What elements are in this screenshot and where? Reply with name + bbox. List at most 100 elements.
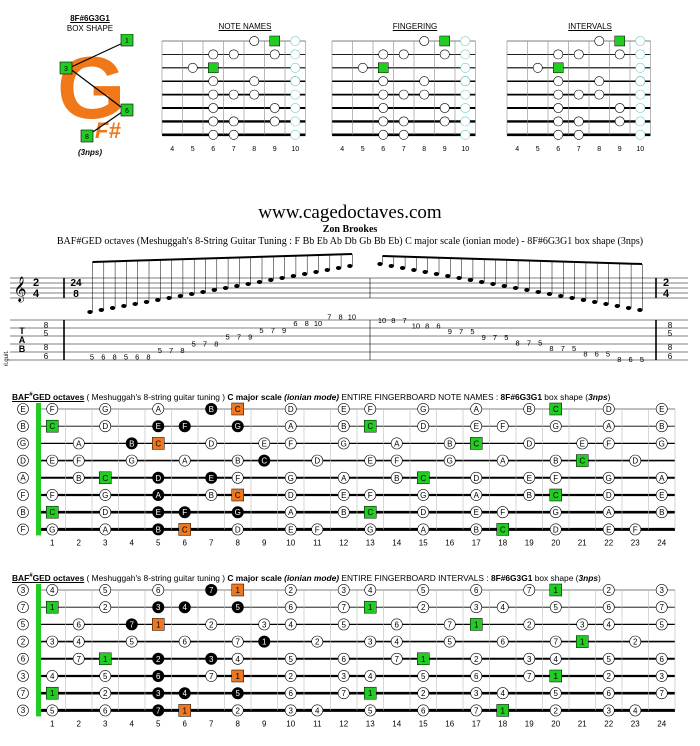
mini-ghost-note xyxy=(290,116,301,127)
box-note xyxy=(231,687,244,700)
note-marker xyxy=(231,704,244,717)
mini-note xyxy=(614,103,625,113)
open-label: 2 xyxy=(21,637,26,646)
note-label: A xyxy=(156,491,162,500)
note-label: 3 xyxy=(342,586,347,595)
board1-title-mid: ( Meshuggah's 8-string guitar tuning ) xyxy=(84,392,228,402)
note-marker xyxy=(258,437,271,450)
subtitle: BAF#GED octaves (Meshuggah's 8-String Gu… xyxy=(56,236,644,247)
fret-number: 14 xyxy=(392,719,401,728)
note-marker xyxy=(364,670,377,682)
note-label: C xyxy=(500,525,506,534)
note-label: 3 xyxy=(262,620,267,629)
note-marker xyxy=(470,506,483,519)
note-label: G xyxy=(102,491,108,500)
note-marker xyxy=(337,437,350,450)
mini-note xyxy=(269,116,280,127)
note-marker xyxy=(284,489,297,501)
note-marker xyxy=(470,523,483,536)
note-marker xyxy=(46,523,59,536)
nut xyxy=(36,584,41,717)
open-label: 6 xyxy=(21,655,26,664)
note-head xyxy=(558,294,564,298)
mini-ghost-note xyxy=(635,36,646,46)
mini-ghost-note xyxy=(460,36,471,46)
box-note xyxy=(205,471,218,484)
fret-number: 15 xyxy=(419,538,428,547)
board2-title-bold: BAF xyxy=(12,573,30,583)
note-label: 6 xyxy=(156,672,161,681)
note-marker xyxy=(470,601,483,614)
note-marker xyxy=(337,471,350,484)
note-marker xyxy=(655,601,668,614)
note-label: E xyxy=(209,474,214,483)
note-label: 1 xyxy=(501,706,506,715)
note-label: 2 xyxy=(633,638,638,647)
root-box xyxy=(549,402,562,416)
tab-fret-number: 7 xyxy=(237,333,241,342)
note-label: C xyxy=(553,491,559,500)
note-label: C xyxy=(102,474,108,483)
note-label: D xyxy=(553,525,559,534)
note-marker xyxy=(311,635,324,648)
note-label: 2 xyxy=(421,689,426,698)
note-marker xyxy=(99,687,112,700)
note-label: 2 xyxy=(103,603,108,612)
note-label: G xyxy=(659,439,665,448)
note-marker xyxy=(337,687,350,700)
note-head xyxy=(132,302,138,306)
open-label: B xyxy=(20,422,25,431)
note-head xyxy=(445,274,451,278)
note-label: 4 xyxy=(50,672,55,681)
note-marker xyxy=(417,584,430,596)
note-marker xyxy=(417,489,430,501)
time-sig-bottom: 4 xyxy=(663,288,670,300)
mini-note xyxy=(378,103,389,113)
fret-number: 2 xyxy=(77,719,82,728)
note-marker xyxy=(629,454,642,467)
note-label: B xyxy=(341,508,346,517)
note-label: 5 xyxy=(660,620,665,629)
box-note xyxy=(152,601,165,614)
note-label: C xyxy=(235,491,241,500)
tab-fret-number: 5 xyxy=(606,350,610,359)
note-head xyxy=(524,288,530,292)
note-label: C xyxy=(49,422,55,431)
note-marker xyxy=(496,454,509,467)
note-marker xyxy=(655,471,668,484)
box-note xyxy=(205,584,218,596)
note-label: 4 xyxy=(633,706,638,715)
board1-title-bold2: GED octaves xyxy=(32,392,85,402)
note-marker xyxy=(46,635,59,648)
tab-fret-number: 10 xyxy=(348,313,356,322)
note-head xyxy=(177,294,184,298)
mini-ghost-note xyxy=(635,89,646,100)
note-label: E xyxy=(580,439,585,448)
open-string-marker xyxy=(17,420,29,433)
note-label: 6 xyxy=(77,620,82,629)
note-label: 1 xyxy=(50,603,55,612)
note-marker xyxy=(549,506,562,519)
mini-note xyxy=(439,49,450,60)
note-label: F xyxy=(500,422,505,431)
note-label: G xyxy=(49,525,55,534)
tab-fret-number: 9 xyxy=(482,333,486,342)
note-label: 4 xyxy=(289,620,294,629)
time-sig-top: 2 xyxy=(663,277,669,289)
mini-note xyxy=(357,62,368,73)
fret-number: 8 xyxy=(236,719,241,728)
note-marker xyxy=(125,454,138,467)
box-note xyxy=(152,652,165,665)
open-string-marker xyxy=(17,454,29,467)
time-sig-top: 2 xyxy=(33,277,39,289)
note-label: F xyxy=(315,525,320,534)
mini-root xyxy=(378,62,389,74)
note-head xyxy=(155,298,161,302)
mini-ghost-note xyxy=(635,76,646,87)
box-note xyxy=(152,670,165,682)
note-head xyxy=(569,296,575,300)
note-label: 5 xyxy=(368,706,373,715)
mini-note xyxy=(594,89,605,100)
